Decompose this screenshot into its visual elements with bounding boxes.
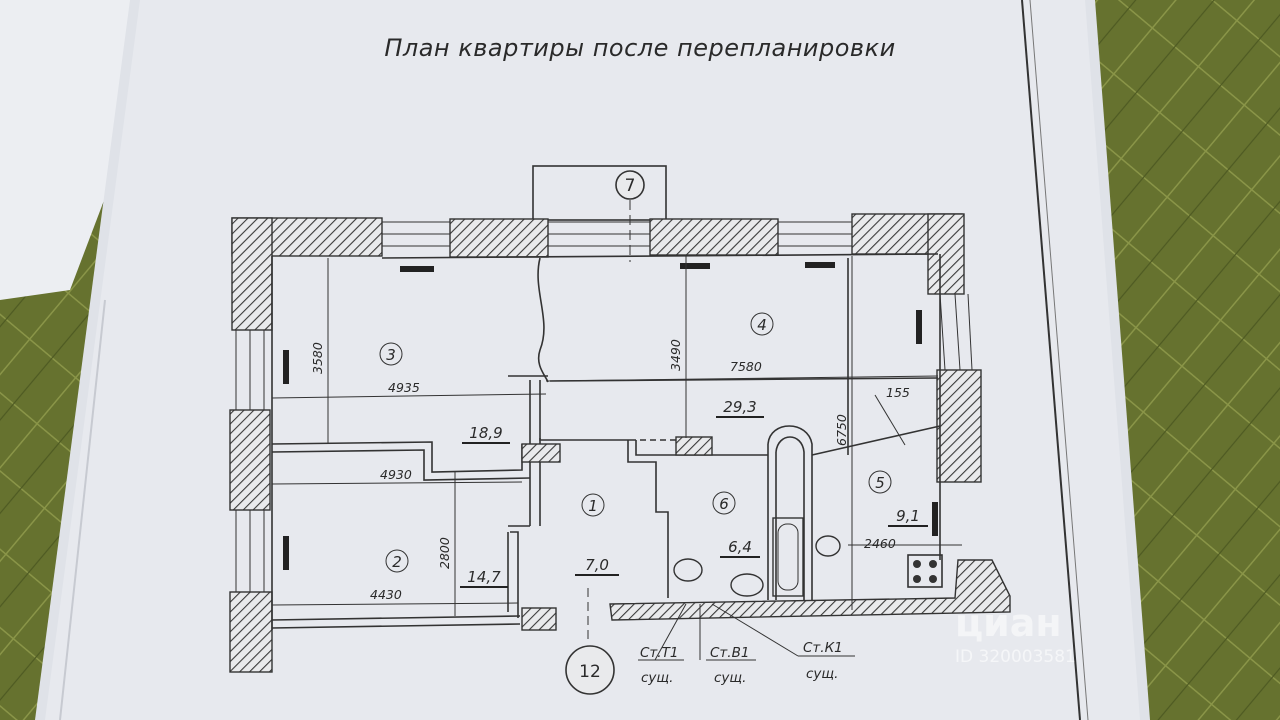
- room-1-number: 1: [588, 497, 598, 515]
- axis-label-bottom: 12: [579, 662, 601, 682]
- watermark-id: ID 320003581: [955, 647, 1076, 667]
- room-3-number: 3: [386, 346, 396, 364]
- stove-burners: [913, 560, 937, 583]
- riser-k1-note: сущ.: [806, 666, 838, 682]
- balcony-outline: [532, 165, 667, 221]
- page-left-edge: [59, 299, 106, 720]
- room-6-area: 6,4: [728, 538, 752, 556]
- paper-sheet: [45, 0, 1140, 720]
- watermark: циан ID 320003581: [955, 601, 1076, 667]
- dim-4430: 4430: [370, 587, 402, 602]
- dim-2800: 2800: [437, 537, 452, 569]
- room-1-area: 7,0: [585, 556, 609, 574]
- page-border-line-outer: [1029, 0, 1089, 720]
- dimension-lines: [271, 256, 962, 616]
- sink-1: [673, 558, 703, 582]
- partition-stub-1: [675, 436, 713, 456]
- watermark-brand: циан: [955, 601, 1062, 645]
- room-5-number: 5: [875, 474, 885, 492]
- axis-marker-top: [615, 170, 645, 200]
- stove: [907, 554, 943, 588]
- axis-label-top: 7: [625, 176, 636, 196]
- partition-stub-2: [521, 443, 561, 463]
- wall-left-upper: [231, 217, 273, 331]
- wall-top-mid: [449, 218, 549, 258]
- riser-t1-label: Ст.Т1: [640, 645, 678, 661]
- dimension-values: 3580 4935 4930 2800 4430 3490 7580 6750 …: [310, 339, 910, 602]
- riser-b1-note: сущ.: [714, 670, 746, 686]
- room-numbers: 3 4 1 2 6 5: [379, 312, 892, 573]
- wall-top-right: [649, 218, 779, 256]
- wall-left-lower: [229, 591, 273, 673]
- windows: [235, 221, 973, 592]
- wall-bottom-stub: [521, 607, 557, 631]
- room-2-area: 14,7: [467, 568, 501, 586]
- riser-t1-note: сущ.: [641, 670, 673, 686]
- room-2-number: 2: [392, 553, 402, 571]
- riser-leaders: [638, 603, 855, 661]
- dim-4935: 4935: [388, 380, 420, 395]
- sink-2: [730, 573, 764, 597]
- interior-walls: [271, 253, 941, 630]
- room-4-number: 4: [757, 316, 767, 334]
- toilet: [815, 535, 841, 557]
- dim-7580: 7580: [730, 359, 762, 374]
- room-areas: 18,9 29,3 7,0 14,7 6,4 9,1: [460, 398, 928, 588]
- page-border-line: [1021, 0, 1081, 720]
- room-4-area: 29,3: [723, 398, 756, 416]
- plan-title: План квартиры после перепланировки: [384, 34, 895, 62]
- radiators: [283, 262, 938, 570]
- bathtub-inner: [777, 523, 799, 591]
- dim-4930: 4930: [380, 467, 412, 482]
- riser-b1-label: Ст.В1: [710, 645, 749, 661]
- room-3-area: 18,9: [469, 424, 502, 442]
- dim-3580: 3580: [310, 342, 325, 374]
- room-5-area: 9,1: [896, 507, 920, 525]
- dim-2460: 2460: [864, 536, 896, 551]
- dim-3490: 3490: [668, 339, 683, 371]
- bathtub: [772, 517, 804, 597]
- riser-labels: Ст.Т1 сущ. Ст.В1 сущ. Ст.К1 сущ.: [640, 640, 843, 686]
- axis-marker-bottom: [565, 645, 615, 695]
- riser-k1-label: Ст.К1: [803, 640, 843, 656]
- dim-155: 155: [886, 385, 910, 400]
- wall-right-pier: [936, 369, 982, 483]
- room-6-number: 6: [719, 495, 729, 513]
- wall-left-pier: [229, 409, 271, 511]
- dim-6750: 6750: [834, 414, 849, 446]
